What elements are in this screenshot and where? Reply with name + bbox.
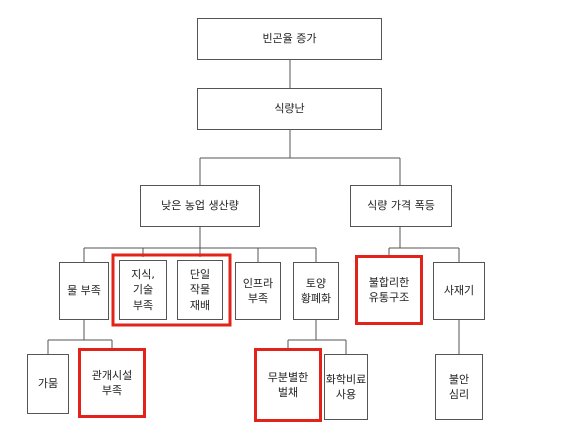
node-infrastructure: 인프라 부족 [235, 262, 281, 320]
node-knowledge: 지식, 기술 부족 [119, 260, 167, 320]
node-low-production: 낮은 농업 생산량 [140, 185, 260, 227]
node-drought: 가뭄 [27, 354, 69, 414]
node-soil: 토양 황폐화 [293, 262, 339, 320]
node-monoculture: 단일 작물 재배 [177, 260, 223, 320]
node-irrigation: 관개시설 부족 [78, 348, 146, 418]
highlight-frame-knowledge-monoculture [111, 253, 232, 327]
node-logging: 무분별한 벌채 [254, 348, 322, 422]
node-anxiety: 불안 심리 [435, 354, 483, 420]
node-water-shortage: 물 부족 [59, 262, 109, 320]
node-food-shortage: 식량난 [197, 88, 382, 130]
node-price-surge: 식량 가격 폭등 [350, 185, 452, 227]
node-distribution: 불합리한 유통구조 [355, 255, 423, 325]
node-poverty: 빈곤율 증가 [197, 18, 382, 60]
node-hoarding: 사재기 [433, 262, 485, 320]
node-fertilizer: 화학비료 사용 [324, 354, 368, 420]
